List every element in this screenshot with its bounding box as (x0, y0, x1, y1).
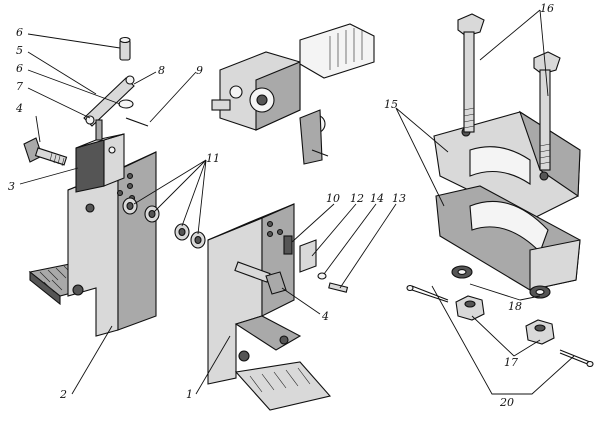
bolt-part-4-right (234, 261, 287, 295)
cotter-pins-part-20 (406, 284, 594, 368)
washers-part-19 (451, 265, 551, 299)
callout-11: 10 (326, 192, 340, 205)
callout-18: 17 (504, 356, 518, 369)
bearing-base-part-16 (435, 185, 581, 291)
bracket-part-1 (207, 203, 332, 411)
callout-1: 1 (186, 388, 193, 401)
callout-8: 7 (16, 80, 23, 93)
callout-12: 11 (206, 152, 220, 165)
callout-labels: 6 5 6 7 4 3 8 9 11 2 1 4 10 12 14 13 15 … (8, 2, 554, 409)
callout-16: 15 (384, 98, 398, 111)
bolts-part-17 (457, 13, 561, 171)
callout-4-left: 4 (15, 102, 23, 115)
callout-9: 8 (158, 64, 165, 77)
callout-19: 18 (508, 300, 522, 313)
callout-7: 6 (16, 26, 23, 39)
callout-14: 13 (392, 192, 406, 205)
small-parts-11-13-14-15 (283, 235, 349, 293)
callout-20: 20 (499, 396, 514, 409)
callout-13: 12 (350, 192, 364, 205)
leader-lines (19, 9, 575, 395)
castle-nuts-part-18 (455, 295, 555, 345)
lever-assembly-parts-5-10 (83, 36, 149, 141)
callout-3: 3 (8, 180, 15, 193)
trip-mechanism-assembly (211, 23, 375, 165)
bushings-part-12 (122, 197, 206, 249)
callout-6: 6 (16, 62, 23, 75)
callout-17: 16 (540, 2, 554, 15)
callout-4-right: 4 (321, 310, 329, 323)
clamp-block-part-3 (75, 133, 125, 193)
callout-15: 14 (370, 192, 384, 205)
callout-5: 5 (16, 44, 23, 57)
bolt-part-4-left (23, 137, 68, 167)
callout-10: 9 (196, 64, 203, 77)
callout-2: 2 (59, 388, 67, 401)
